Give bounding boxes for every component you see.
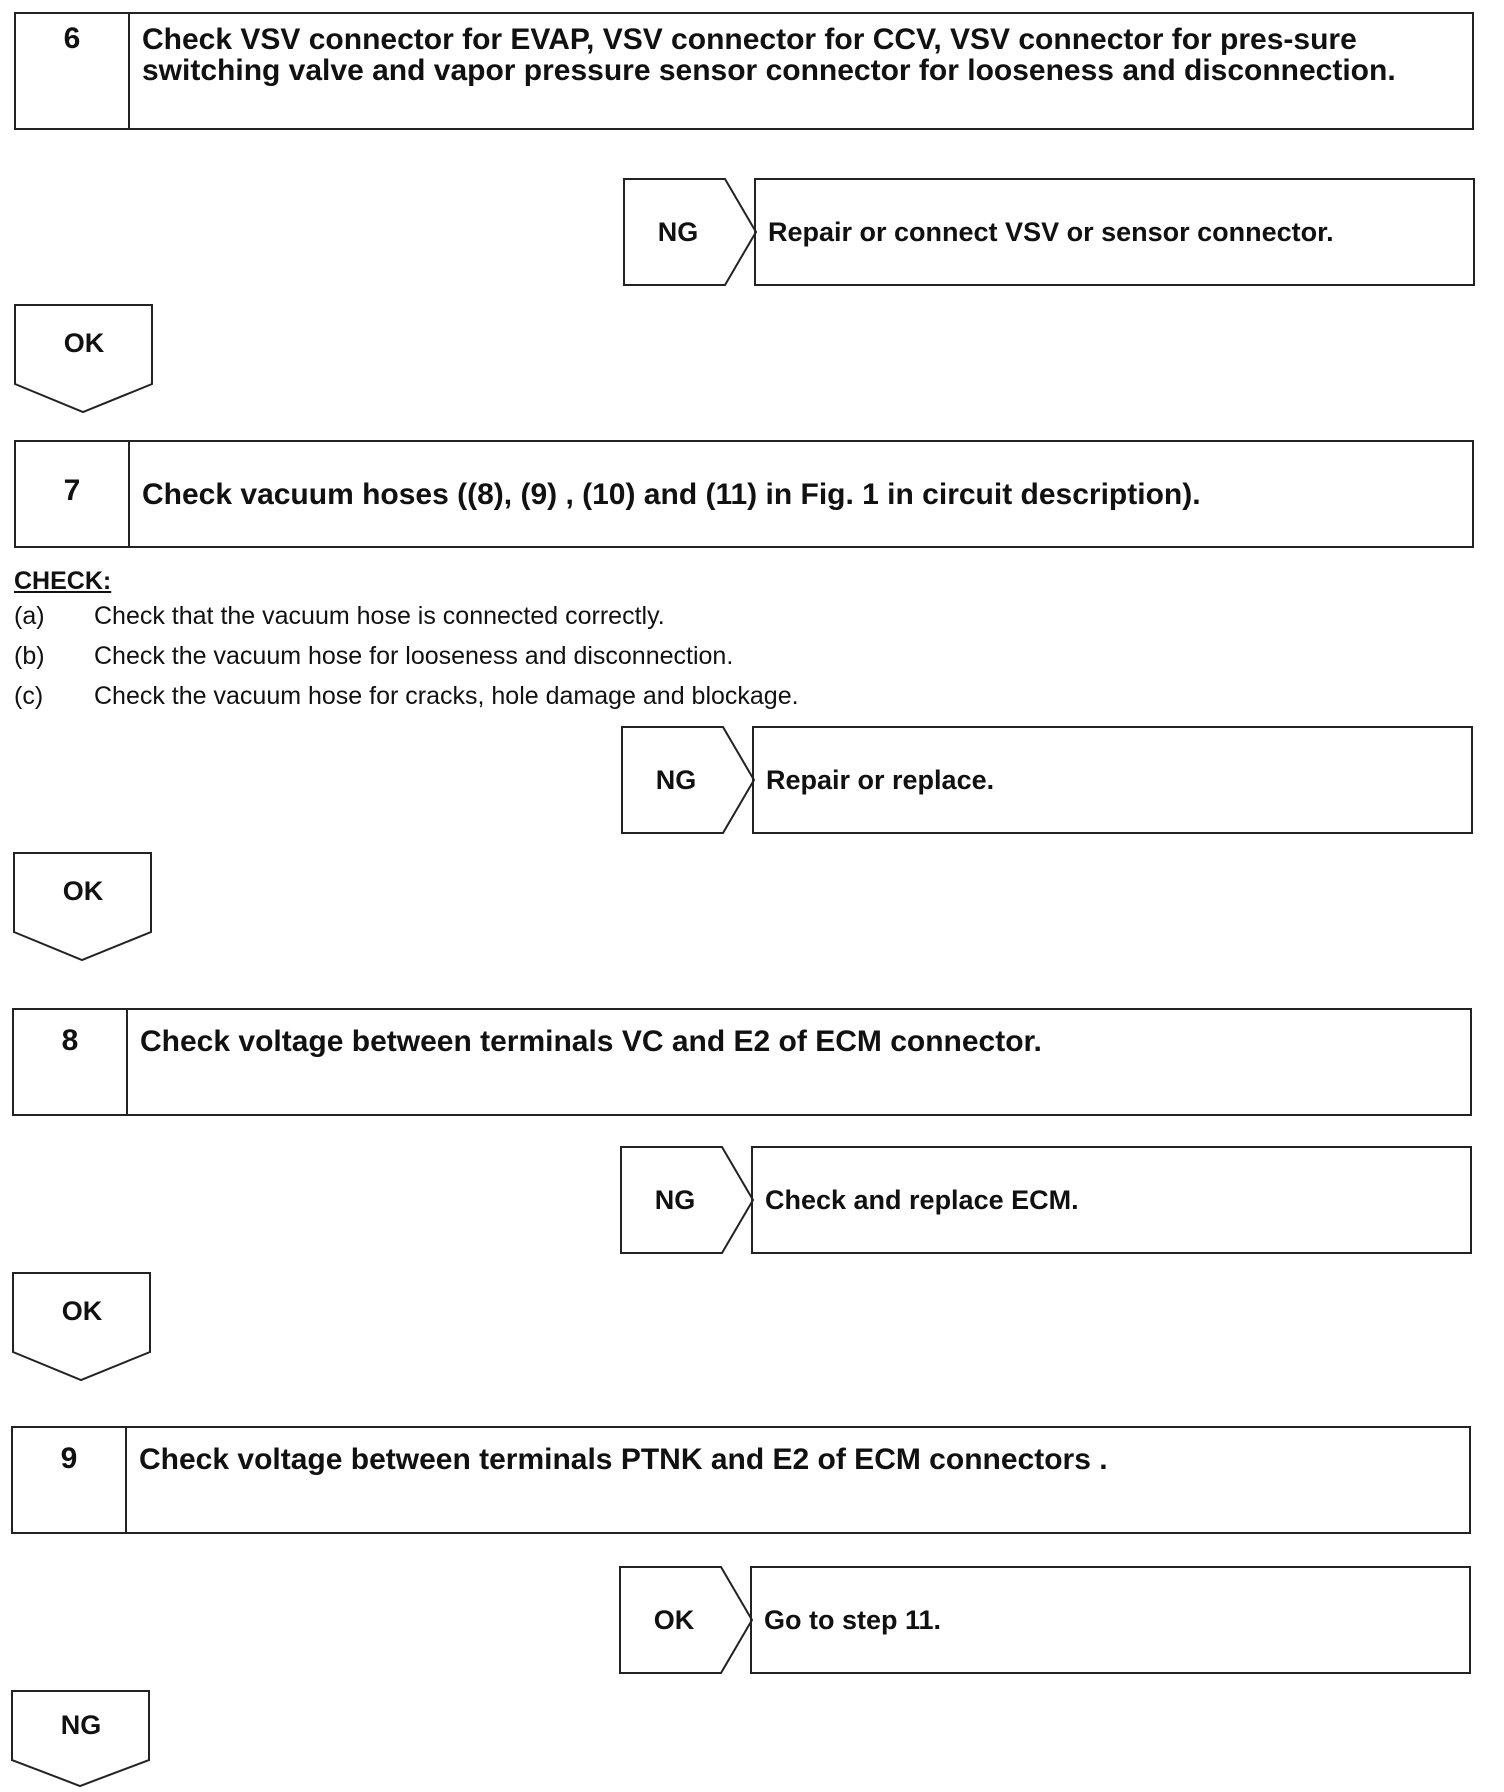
check-block: CHECK: (a) Check that the vacuum hose is… <box>14 566 1314 716</box>
step-number: 9 <box>13 1428 127 1532</box>
step-9-box: 9 Check voltage between terminals PTNK a… <box>11 1426 1471 1534</box>
step-number: 7 <box>16 442 130 546</box>
down-arrow-icon <box>11 1690 150 1788</box>
down-arrow-label: OK <box>63 328 105 358</box>
down-arrow-ok-2: OK <box>13 852 153 962</box>
step-number: 8 <box>14 1010 128 1114</box>
branch-action: Repair or connect VSV or sensor connecto… <box>754 178 1475 286</box>
down-arrow-label: NG <box>60 1710 102 1740</box>
branch-ng-step-8: NG Check and replace ECM. <box>620 1146 1472 1254</box>
branch-arrow-icon <box>620 1146 755 1254</box>
down-arrow-icon <box>14 304 153 414</box>
check-item-letter: (b) <box>14 642 45 670</box>
branch-ok-step-9: OK Go to step 11. <box>619 1566 1471 1674</box>
step-7-box: 7 Check vacuum hoses ((8), (9) , (10) an… <box>14 440 1474 548</box>
down-arrow-label: OK <box>62 876 104 906</box>
down-arrow-label: OK <box>61 1296 103 1326</box>
branch-action: Repair or replace. <box>752 726 1473 834</box>
branch-action: Check and replace ECM. <box>751 1146 1472 1254</box>
branch-label: NG <box>654 1185 696 1215</box>
down-arrow-ok-3: OK <box>12 1272 152 1382</box>
check-item-letter: (a) <box>14 602 45 630</box>
branch-arrow-icon <box>619 1566 754 1674</box>
check-item: (a) Check that the vacuum hose is connec… <box>14 596 1314 636</box>
branch-arrow-icon <box>623 178 758 286</box>
step-title: Check voltage between terminals VC and E… <box>140 1025 1042 1058</box>
branch-ng-step-7: NG Repair or replace. <box>621 726 1473 834</box>
down-arrow-icon <box>13 852 152 962</box>
step-title: Check vacuum hoses ((8), (9) , (10) and … <box>142 477 1201 511</box>
step-number: 6 <box>16 14 130 128</box>
down-arrow-ok-1: OK <box>14 304 154 414</box>
step-8-box: 8 Check voltage between terminals VC and… <box>12 1008 1472 1116</box>
branch-arrow-icon <box>621 726 756 834</box>
check-item-text: Check the vacuum hose for cracks, hole d… <box>94 682 799 710</box>
step-6-box: 6 Check VSV connector for EVAP, VSV conn… <box>14 12 1474 130</box>
down-arrow-icon <box>12 1272 151 1382</box>
step-title: Check voltage between terminals PTNK and… <box>139 1443 1108 1476</box>
branch-label: NG <box>657 217 699 247</box>
check-item: (b) Check the vacuum hose for looseness … <box>14 636 1314 676</box>
down-arrow-ng-4: NG <box>11 1690 151 1788</box>
branch-label: OK <box>653 1605 695 1635</box>
check-item: (c) Check the vacuum hose for cracks, ho… <box>14 676 1314 716</box>
check-heading: CHECK: <box>14 567 112 595</box>
check-item-letter: (c) <box>14 682 44 710</box>
check-item-text: Check that the vacuum hose is connected … <box>94 602 665 630</box>
check-item-text: Check the vacuum hose for looseness and … <box>94 642 734 670</box>
branch-action: Go to step 11. <box>750 1566 1471 1674</box>
branch-label: NG <box>655 765 697 795</box>
branch-ng-step-6: NG Repair or connect VSV or sensor conne… <box>623 178 1475 286</box>
step-title: Check VSV connector for EVAP, VSV connec… <box>142 23 1396 87</box>
